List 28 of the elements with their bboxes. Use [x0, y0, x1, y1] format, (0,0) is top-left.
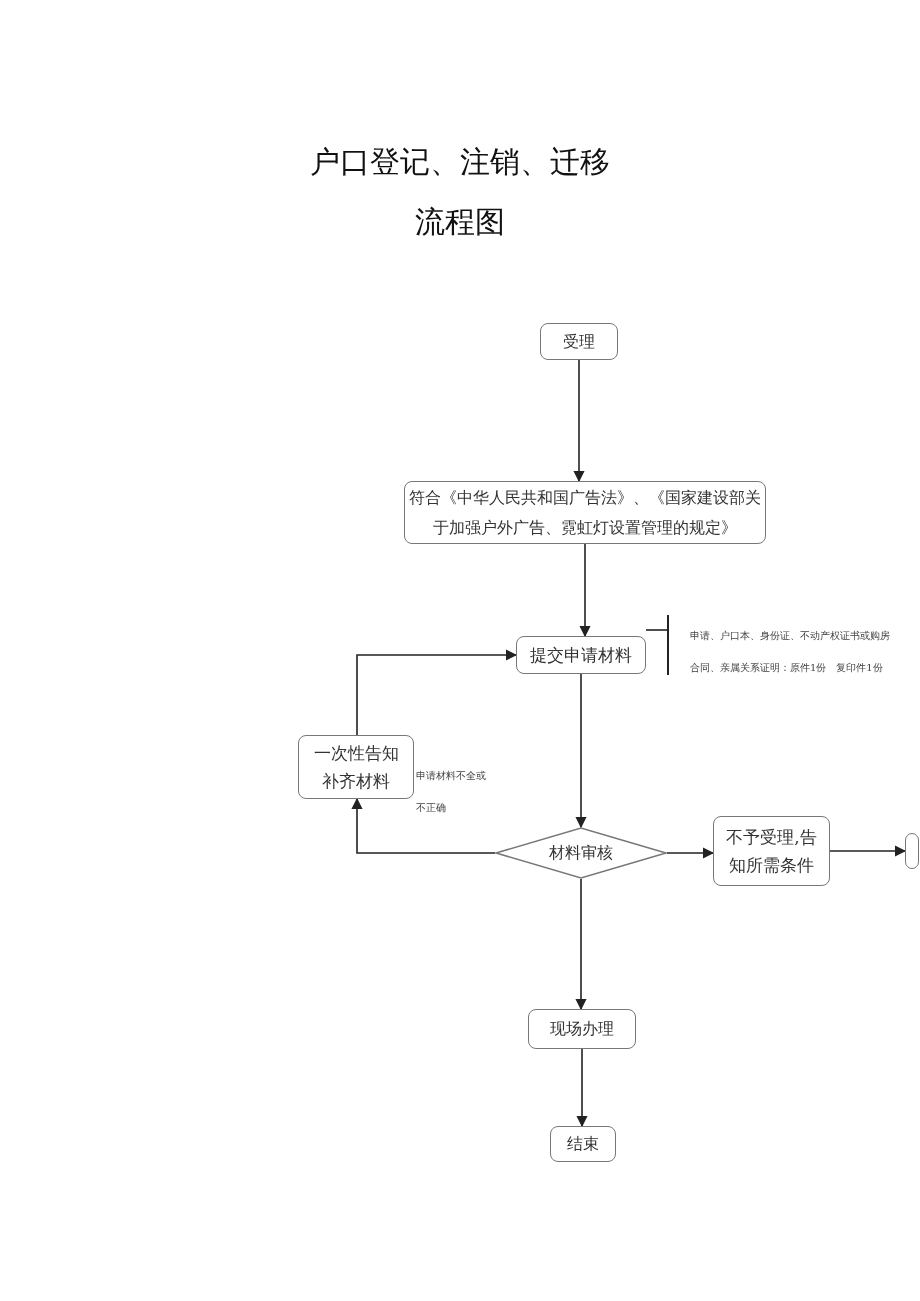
process-box	[550, 1126, 616, 1162]
decision-diamond	[495, 827, 667, 879]
process-box	[713, 816, 830, 886]
process-box	[528, 1009, 636, 1049]
diagram-title: 户口登记、注销、迁移流程图	[309, 143, 611, 241]
arrow	[351, 797, 496, 854]
arrow	[576, 1048, 588, 1128]
node-label: 提交申请材料	[530, 644, 632, 666]
node-label: 受理	[563, 331, 595, 352]
leader-line	[645, 629, 669, 631]
node-label: 不予受理,告知所需条件	[726, 826, 817, 877]
node-label: 一次性告知补齐材料	[313, 742, 399, 793]
process-box	[298, 735, 414, 799]
arrow	[575, 878, 587, 1011]
process-box	[540, 323, 618, 360]
arrow	[829, 845, 907, 857]
partial-box	[905, 833, 919, 869]
process-box	[516, 636, 646, 674]
arrow	[579, 543, 591, 638]
node-label: 符合《中华人民共和国广告法》、《国家建设部关于加强户外广告、霓虹灯设置管理的规定》	[408, 486, 762, 539]
node-label: 结束	[567, 1134, 599, 1154]
node-label: 现场办理	[550, 1019, 614, 1039]
arrow	[573, 359, 585, 483]
arrow	[356, 649, 518, 736]
note-text: 申请、户口本、身份证、不动产权证书或购房合同、亲属关系证明：原件1份 复印件1份	[690, 629, 891, 675]
node-label: 材料审核	[549, 843, 613, 863]
arrow	[666, 847, 715, 859]
arrow	[575, 673, 587, 829]
